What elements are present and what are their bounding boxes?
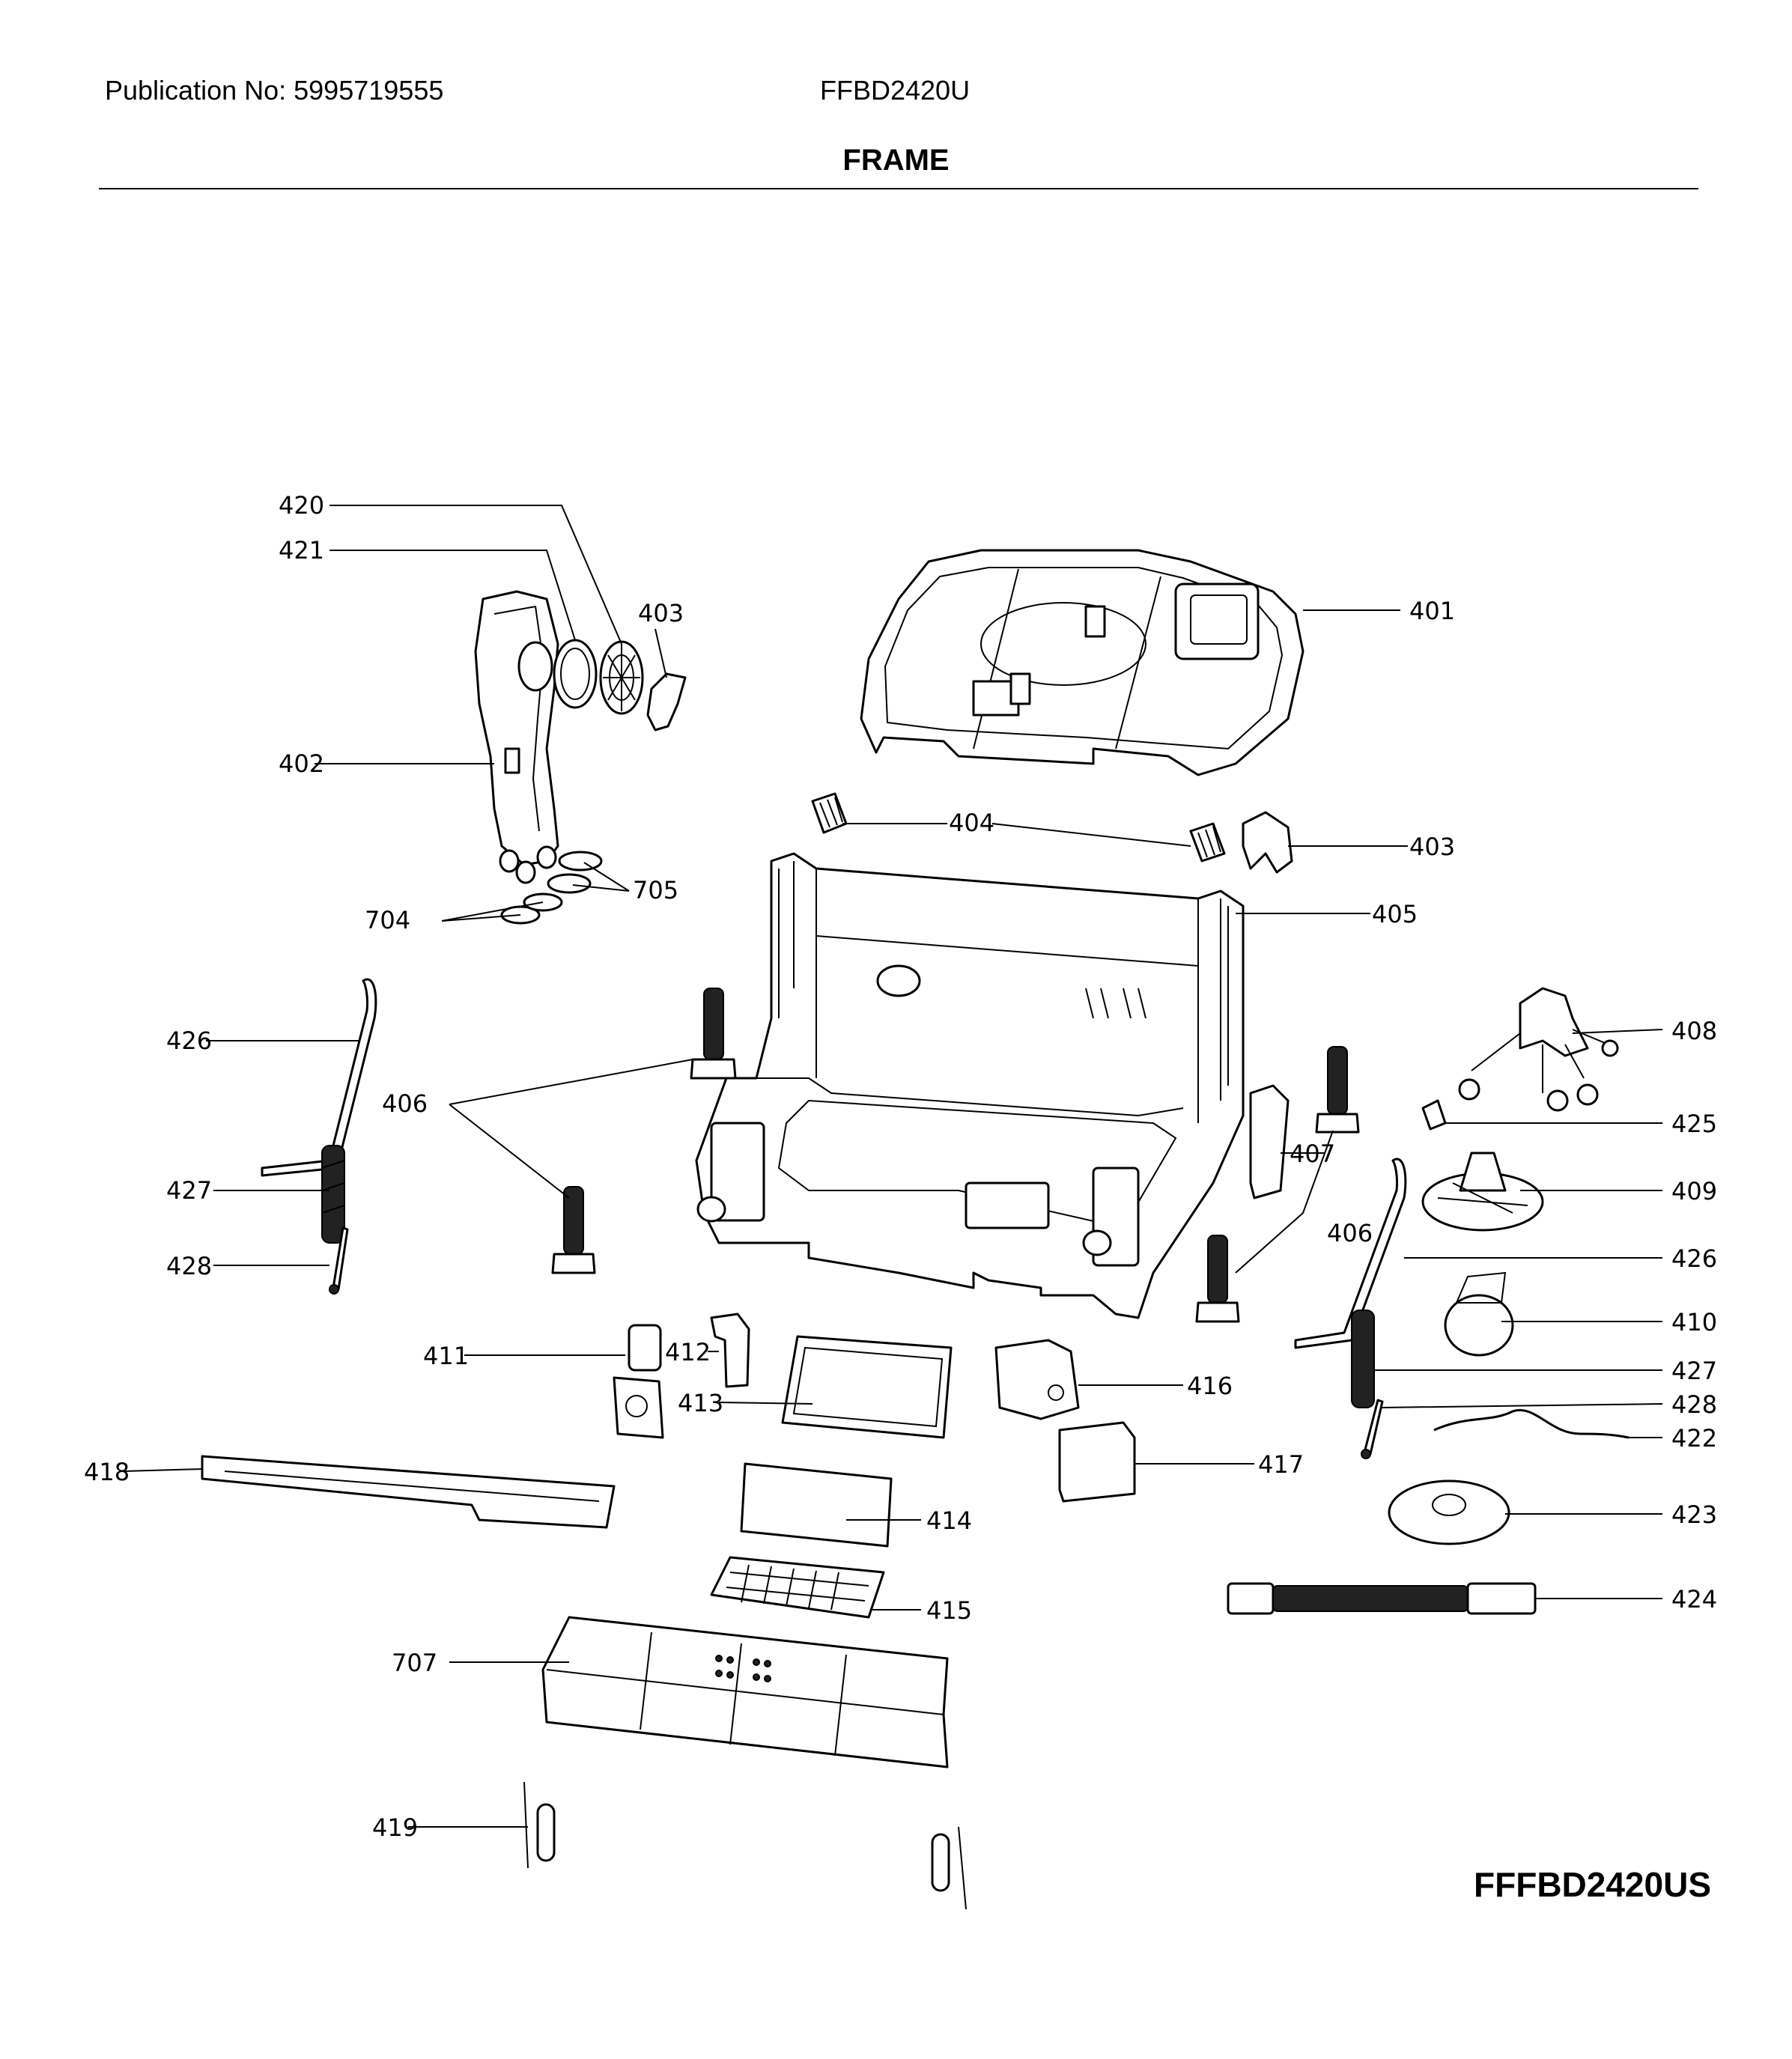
callout-411: 411 xyxy=(423,1342,469,1370)
part-426-rod-right[interactable] xyxy=(1294,1158,1407,1349)
part-422-wire[interactable] xyxy=(1433,1408,1629,1439)
part-405-main-frame[interactable] xyxy=(695,852,1245,1319)
callout-427-right: 427 xyxy=(1671,1357,1717,1385)
part-406-leveling-leg-4[interactable] xyxy=(1195,1235,1240,1323)
part-411-valve[interactable] xyxy=(613,1324,664,1439)
callout-413: 413 xyxy=(678,1389,723,1417)
part-414-control-board[interactable] xyxy=(740,1462,893,1548)
callout-407: 407 xyxy=(1290,1140,1335,1168)
callout-406-left: 406 xyxy=(382,1089,428,1118)
callout-423: 423 xyxy=(1671,1500,1717,1529)
callout-426-right: 426 xyxy=(1671,1244,1717,1273)
part-404-guide-left[interactable] xyxy=(811,792,848,834)
model-number: FFBD2420U xyxy=(820,75,971,106)
callout-418: 418 xyxy=(84,1458,130,1486)
part-409-cover[interactable] xyxy=(1421,1152,1544,1232)
part-428-screw-left[interactable] xyxy=(329,1226,349,1295)
callout-705: 705 xyxy=(633,876,678,904)
callout-404: 404 xyxy=(949,809,994,837)
callout-422: 422 xyxy=(1671,1424,1717,1453)
callout-415: 415 xyxy=(926,1596,972,1625)
section-title: FRAME xyxy=(842,144,950,177)
part-426-rod-left[interactable] xyxy=(261,978,377,1177)
part-406-leveling-leg-3[interactable] xyxy=(1315,1046,1360,1134)
callout-403-lower: 403 xyxy=(1409,833,1455,861)
callout-410: 410 xyxy=(1671,1308,1717,1336)
callout-419: 419 xyxy=(372,1813,418,1842)
callout-402: 402 xyxy=(279,749,324,778)
callout-401: 401 xyxy=(1409,597,1455,625)
callout-704: 704 xyxy=(365,906,410,934)
part-418-toe-bar[interactable] xyxy=(201,1455,616,1529)
callout-427-left: 427 xyxy=(166,1176,212,1205)
part-401-base-tray[interactable] xyxy=(860,549,1304,776)
part-415-grille[interactable] xyxy=(710,1556,885,1619)
part-423-disc[interactable] xyxy=(1388,1479,1510,1545)
part-410-float[interactable] xyxy=(1444,1271,1514,1357)
callout-412: 412 xyxy=(665,1338,711,1366)
part-406-leveling-leg-2[interactable] xyxy=(551,1186,596,1274)
footer-model-code: FFFBD2420US xyxy=(1474,1865,1711,1904)
part-419-slot-left[interactable] xyxy=(523,1781,556,1869)
part-403-clip-lower[interactable] xyxy=(1242,811,1293,874)
part-416-cover-bracket[interactable] xyxy=(994,1339,1080,1420)
part-406-leveling-leg-1[interactable] xyxy=(690,988,737,1080)
part-707-kick-plate[interactable] xyxy=(541,1616,949,1768)
part-420-filter-disc[interactable] xyxy=(599,640,644,715)
callout-428-right: 428 xyxy=(1671,1390,1717,1419)
callout-408: 408 xyxy=(1671,1017,1717,1045)
header-rule xyxy=(99,188,1698,189)
part-419-slot-right[interactable] xyxy=(931,1826,967,1910)
part-427-spring-left[interactable] xyxy=(321,1145,345,1244)
callout-414: 414 xyxy=(926,1506,972,1535)
part-421-gasket-ring[interactable] xyxy=(553,639,598,709)
part-403-clip-upper[interactable] xyxy=(646,672,687,732)
callout-424: 424 xyxy=(1671,1585,1717,1614)
callout-403-upper: 403 xyxy=(638,599,684,627)
part-427-spring-right[interactable] xyxy=(1351,1310,1375,1408)
part-413-control-box[interactable] xyxy=(781,1335,953,1439)
callout-707: 707 xyxy=(392,1649,437,1677)
callout-labels: 420 421 403 401 402 404 403 405 705 704 … xyxy=(84,491,1717,1842)
callout-420: 420 xyxy=(279,491,324,520)
callout-421: 421 xyxy=(279,536,324,565)
part-407-bracket[interactable] xyxy=(1249,1084,1290,1199)
leader-lines xyxy=(123,505,1663,1828)
callout-405: 405 xyxy=(1372,900,1418,928)
callout-428-left: 428 xyxy=(166,1252,212,1280)
callout-409: 409 xyxy=(1671,1177,1717,1205)
callout-425: 425 xyxy=(1671,1110,1717,1138)
part-428-screw-right[interactable] xyxy=(1361,1399,1384,1459)
part-705-hose-clamps[interactable] xyxy=(547,851,603,894)
part-424-drain-hose[interactable] xyxy=(1227,1582,1537,1615)
part-417-terminal-box[interactable] xyxy=(1058,1421,1136,1503)
publication-number: Publication No: 5995719555 xyxy=(105,75,444,106)
callout-426-left: 426 xyxy=(166,1027,212,1055)
callout-416: 416 xyxy=(1187,1372,1233,1400)
part-404-guide-right[interactable] xyxy=(1189,822,1226,863)
callout-417: 417 xyxy=(1258,1450,1304,1479)
callout-406-right: 406 xyxy=(1327,1219,1373,1247)
part-408-foot-assembly[interactable] xyxy=(1458,987,1619,1112)
part-402-sump-housing[interactable] xyxy=(474,590,559,884)
part-412-bracket[interactable] xyxy=(710,1313,750,1388)
part-425-plug[interactable] xyxy=(1421,1099,1447,1131)
